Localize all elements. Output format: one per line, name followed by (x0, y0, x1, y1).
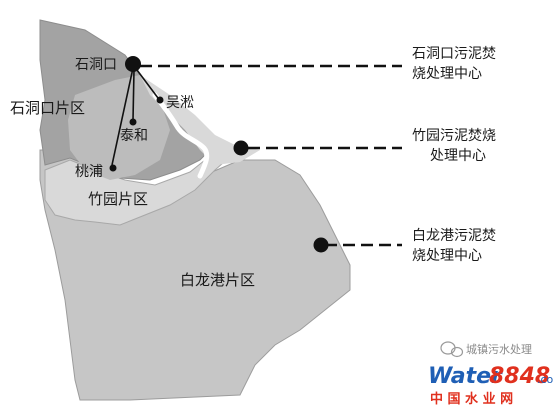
zhuyuan-district-area (44, 144, 242, 226)
watermark-account: 城镇污水处理 (466, 342, 532, 356)
center-markers (125, 56, 329, 253)
center-label-shidongkou-line2: 烧处理中心 (412, 66, 482, 82)
arrow-from-taopu (111, 67, 134, 166)
district-label-zhuyuan: 竹园片区 (88, 190, 148, 208)
wusong-dot (156, 96, 164, 104)
place-label-wusong: 吴淞 (166, 95, 194, 111)
zhuyuan-center-marker (233, 140, 249, 156)
watermark-brand-water: Water (428, 364, 503, 389)
place-label-taopu: 桃浦 (75, 164, 103, 180)
transport-arrows (111, 67, 159, 166)
center-label-zhuyuan-line2: 处理中心 (430, 148, 486, 164)
district-label-shidongkou: 石洞口片区 (10, 99, 85, 117)
taopu-dot (109, 164, 117, 172)
center-label-zhuyuan-line1: 竹园污泥焚烧 (412, 128, 496, 144)
place-dots (109, 96, 164, 172)
taihe-dot (129, 118, 137, 126)
center-label-bailonggang-line2: 烧处理中心 (412, 248, 482, 264)
watermark: 城镇污水处理 Water 8848 .com 中 国 水 业 网 (428, 341, 554, 407)
watermark-brand-cn: 中 国 水 业 网 (430, 391, 513, 407)
place-label-shidongkou: 石洞口 (75, 57, 117, 73)
huangpu-river (152, 92, 210, 179)
shidongkou-center-marker (125, 56, 141, 72)
center-label-shidongkou-line1: 石洞口污泥焚 (412, 46, 496, 62)
arrow-from-taihe (132, 69, 135, 121)
watermark-brand-tld: .com (537, 373, 554, 386)
wechat-icon (440, 341, 464, 358)
place-label-taihe: 泰和 (120, 128, 148, 144)
center-label-bailonggang-line1: 白龙港污泥焚 (412, 228, 496, 244)
district-label-bailonggang: 白龙港片区 (180, 271, 255, 289)
bailonggang-center-marker (313, 237, 329, 253)
leader-lines (140, 64, 402, 247)
watermark-brand-number: 8848 (489, 364, 550, 389)
shidongkou-highlight-area (68, 75, 170, 180)
coastal-strip (140, 75, 260, 165)
arrow-from-wusong (136, 69, 159, 99)
